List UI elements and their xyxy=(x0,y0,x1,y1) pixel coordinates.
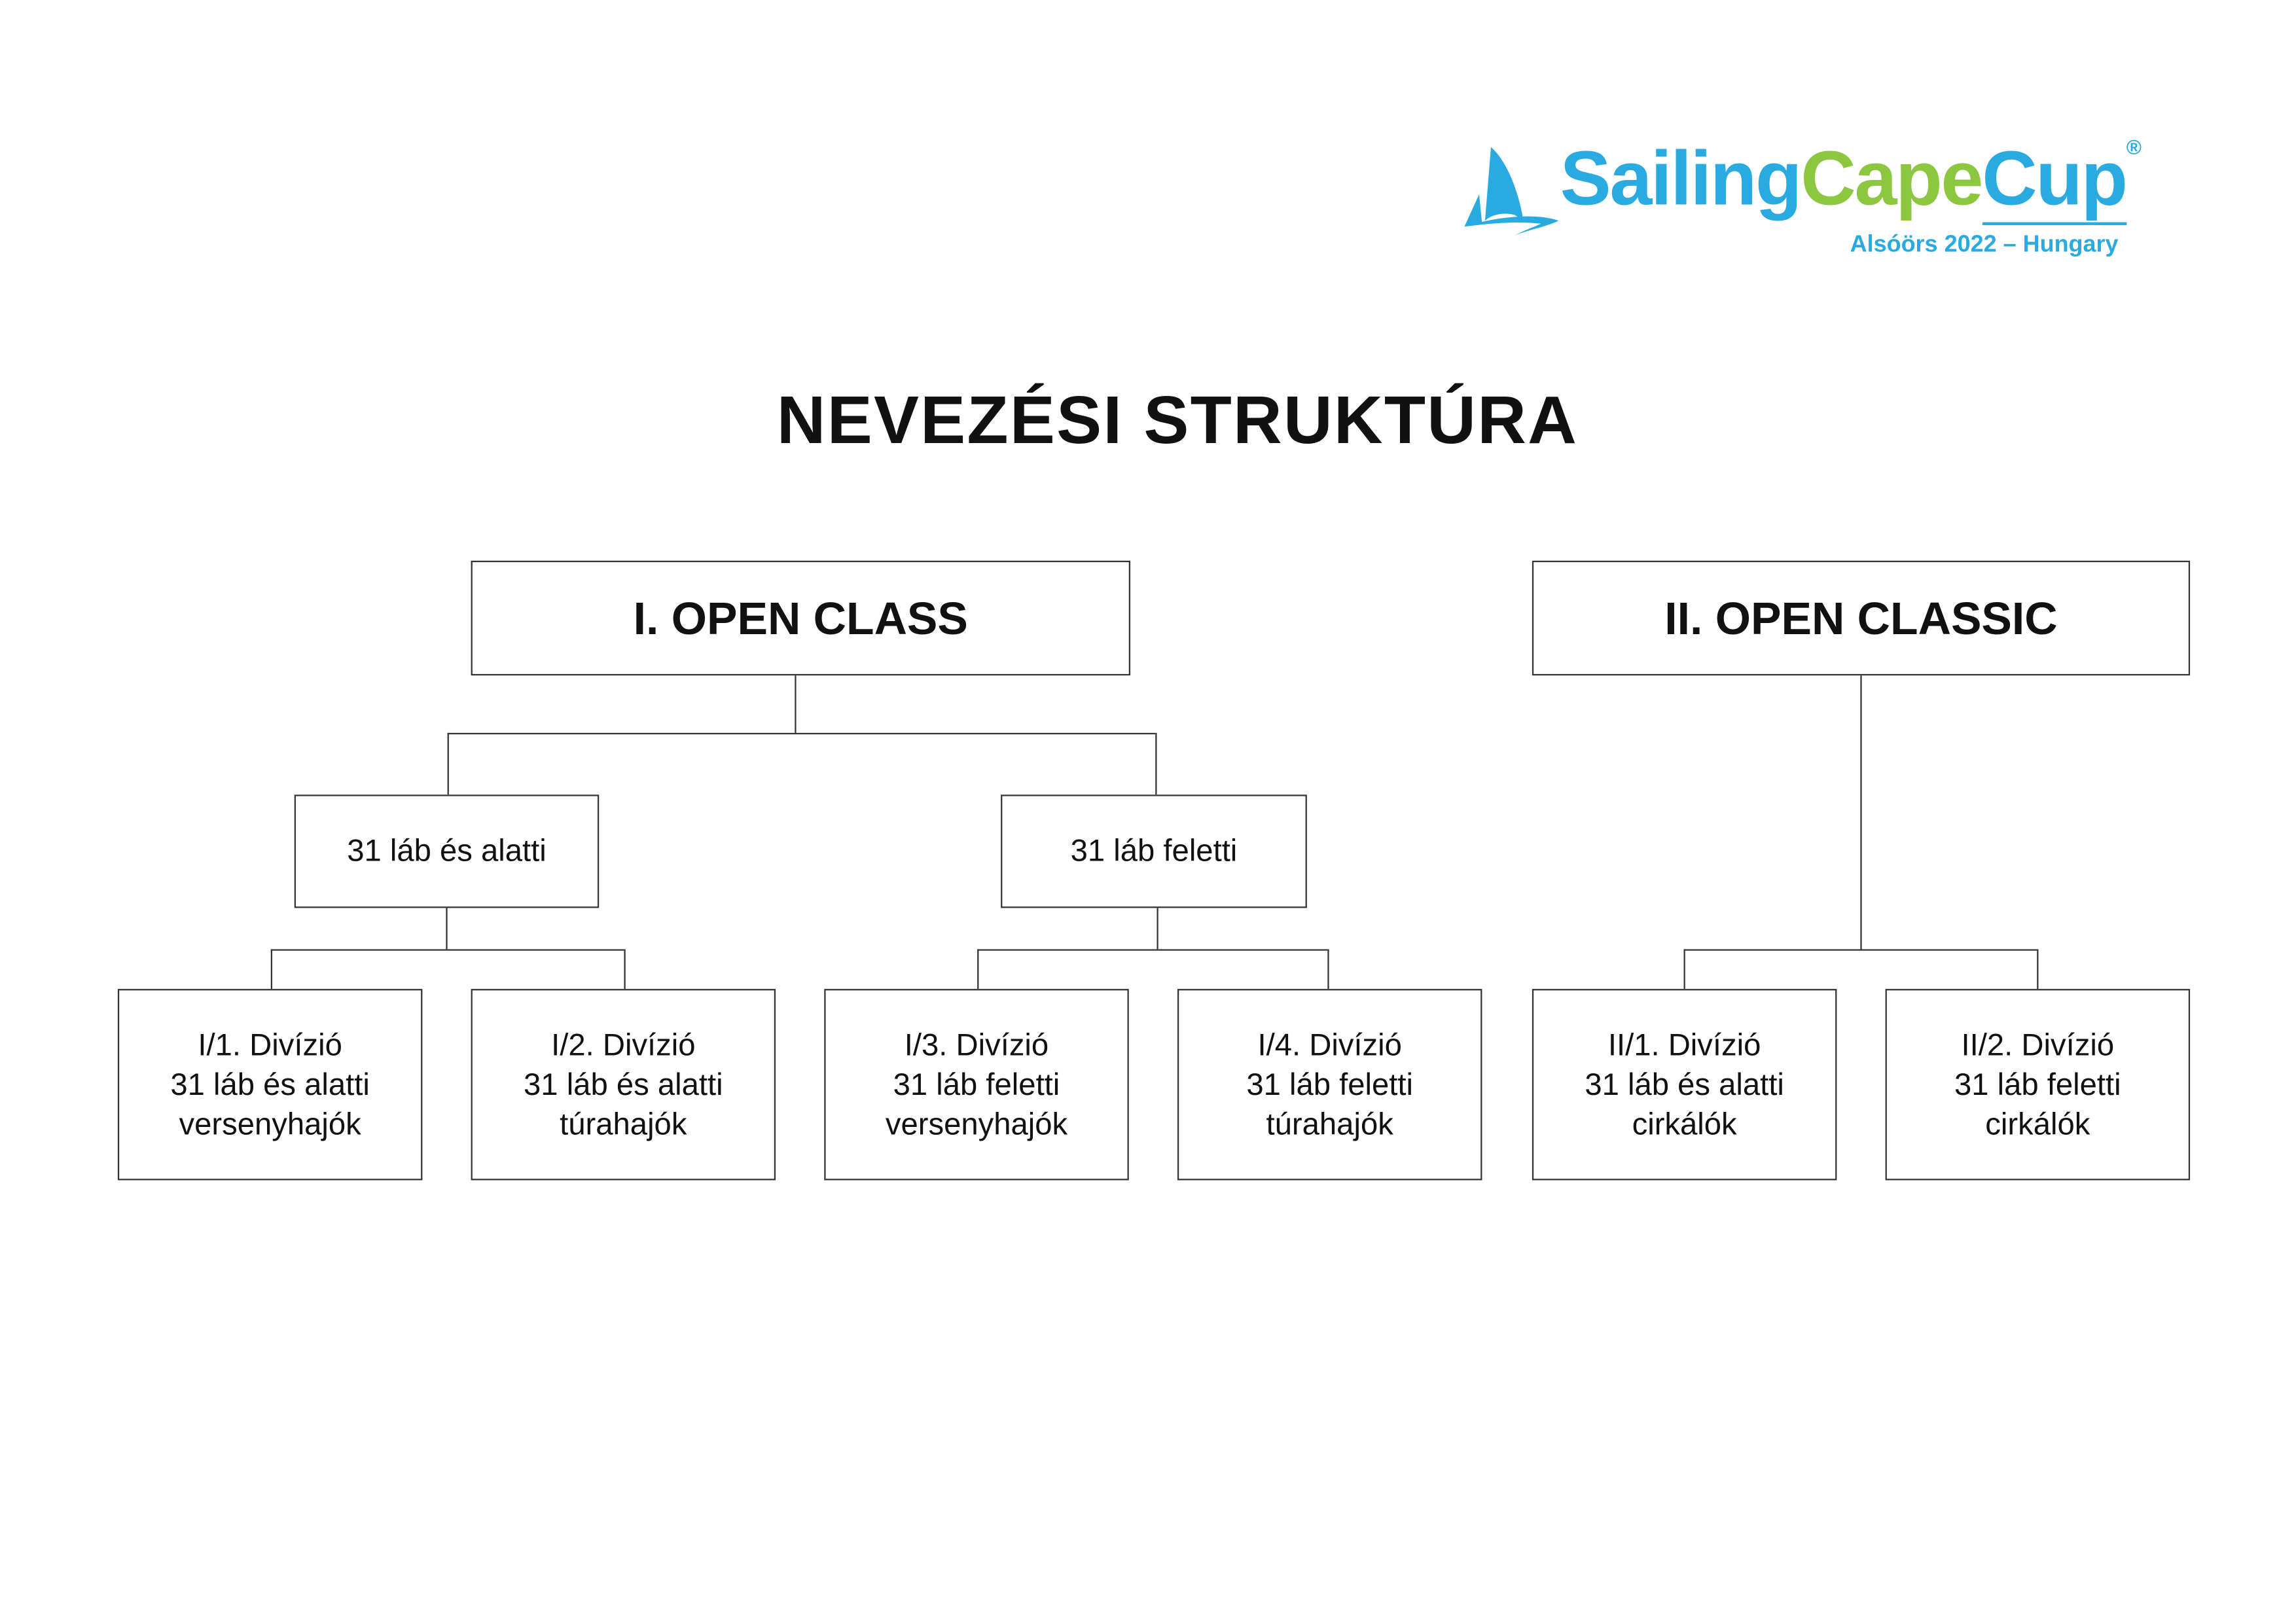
division-size: 31 láb és alatti xyxy=(524,1067,723,1102)
division-title: I/2. Divízió xyxy=(551,1027,696,1062)
connector xyxy=(1327,949,1329,990)
connector xyxy=(795,675,797,733)
division-type: versenyhajók xyxy=(885,1107,1068,1141)
logo-cup: Cup xyxy=(1982,137,2128,226)
division-size: 31 láb feletti xyxy=(1246,1067,1414,1102)
division-i-2: I/2. Divízió 31 láb és alatti túrahajók xyxy=(471,989,776,1181)
division-size: 31 láb és alatti xyxy=(1585,1067,1784,1102)
division-i-4: I/4. Divízió 31 láb feletti túrahajók xyxy=(1177,989,1482,1181)
division-title: II/2. Divízió xyxy=(1961,1027,2115,1062)
connector xyxy=(977,949,979,990)
division-title: I/4. Divízió xyxy=(1257,1027,1402,1062)
division-type: cirkálók xyxy=(1985,1107,2090,1141)
division-type: túrahajók xyxy=(560,1107,687,1141)
division-i-1: I/1. Divízió 31 láb és alatti versenyhajók xyxy=(117,989,423,1181)
logo-sailing: Sailing xyxy=(1560,137,1803,223)
connector xyxy=(624,949,626,990)
division-ii-1: II/1. Divízió 31 láb és alatti cirkálók xyxy=(1532,989,1837,1181)
division-ii-2: II/2. Divízió 31 láb feletti cirkálók xyxy=(1885,989,2191,1181)
connector xyxy=(1155,732,1157,795)
registered-mark: ® xyxy=(2126,135,2142,159)
connector xyxy=(1860,675,1862,950)
division-size: 31 láb feletti xyxy=(1954,1067,2121,1102)
group-31-and-under: 31 láb és alatti xyxy=(294,794,600,908)
division-title: I/1. Divízió xyxy=(198,1027,342,1062)
division-title: I/3. Divízió xyxy=(904,1027,1049,1062)
class-open-class: I. OPEN CLASS xyxy=(471,560,1131,676)
division-size: 31 láb és alatti xyxy=(170,1067,370,1102)
connector xyxy=(270,949,273,990)
connector xyxy=(1157,908,1158,950)
connector xyxy=(270,949,624,951)
connector xyxy=(447,732,449,795)
division-i-3: I/3. Divízió 31 láb feletti versenyhajók xyxy=(824,989,1129,1181)
division-size: 31 láb feletti xyxy=(893,1067,1060,1102)
division-type: túrahajók xyxy=(1266,1107,1393,1141)
sailboat-icon xyxy=(1464,147,1559,236)
page-title: NEVEZÉSI STRUKTÚRA xyxy=(776,381,1579,458)
division-type: cirkálók xyxy=(1632,1107,1737,1141)
logo-cape: Cape xyxy=(1801,137,1983,223)
class-open-classic: II. OPEN CLASSIC xyxy=(1532,560,2191,676)
connector xyxy=(447,732,1156,735)
connector xyxy=(446,908,448,950)
connector xyxy=(977,949,1328,951)
connector xyxy=(2037,949,2039,990)
connector xyxy=(1683,949,2037,951)
connector xyxy=(1683,949,1685,990)
division-type: versenyhajók xyxy=(179,1107,361,1141)
division-title: II/1. Divízió xyxy=(1607,1027,1761,1062)
group-over-31: 31 láb feletti xyxy=(1001,794,1307,908)
logo-tagline: Alsóörs 2022 – Hungary xyxy=(1850,232,2119,258)
